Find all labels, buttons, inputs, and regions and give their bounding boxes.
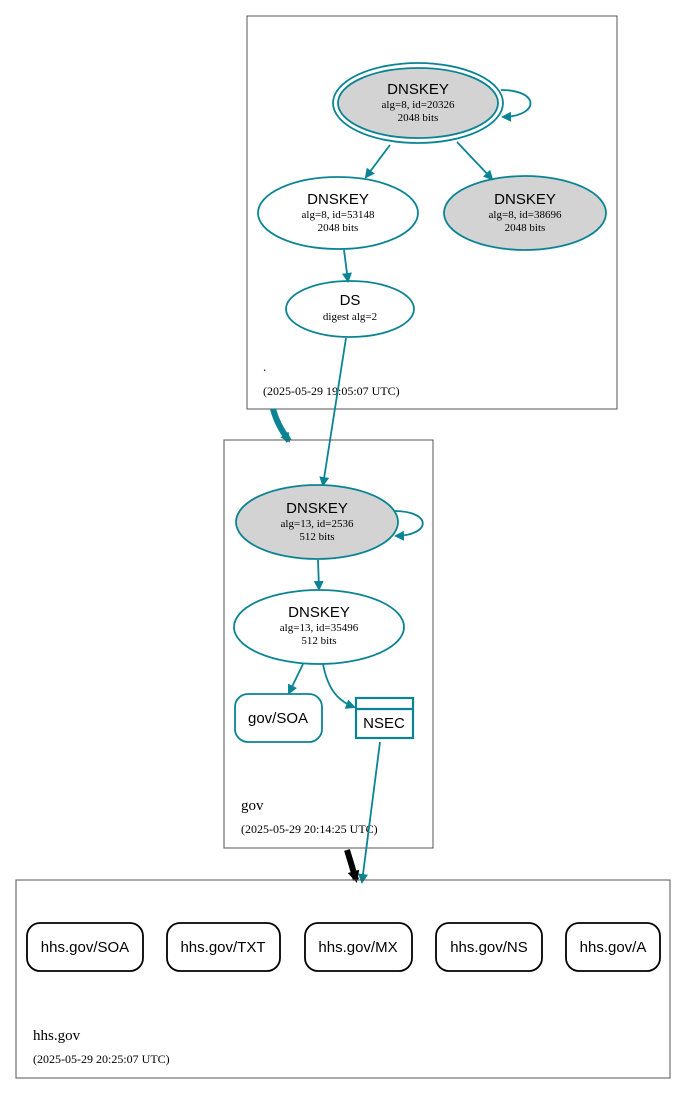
root-zsk-node[interactable]: DNSKEY alg=8, id=53148 2048 bits	[257, 176, 419, 250]
zone-hhs: hhs.gov (2025-05-29 20:25:07 UTC) hhs.go…	[15, 879, 671, 1079]
root-standby-key-node[interactable]: DNSKEY alg=8, id=38696 2048 bits	[443, 175, 607, 251]
gov-zsk-alg: alg=13, id=35496	[280, 622, 359, 634]
gov-nsec-label: NSEC	[363, 715, 405, 732]
edge-gov-ksk-zsk	[313, 559, 324, 591]
delegation-root-gov	[270, 408, 292, 443]
gov-zsk-bits: 512 bits	[301, 635, 336, 647]
root-ksk-node[interactable]: DNSKEY alg=8, id=20326 2048 bits	[332, 62, 504, 144]
root-zsk-bits: 2048 bits	[318, 222, 359, 234]
hhs-txt-label: hhs.gov/TXT	[180, 939, 265, 956]
edge-root-ksk-self	[500, 89, 532, 122]
zone-root: . (2025-05-29 19:05:07 UTC) DNSKEY alg=8…	[246, 15, 618, 410]
hhs-mx-label: hhs.gov/MX	[318, 939, 397, 956]
root-standby-alg: alg=8, id=38696	[489, 209, 562, 221]
hhs-a-label: hhs.gov/A	[580, 939, 647, 956]
edge-ds-gov-ksk	[319, 337, 347, 487]
delegation-gov-hhs	[344, 849, 360, 883]
hhs-mx-node[interactable]: hhs.gov/MX	[304, 922, 413, 972]
gov-ksk-alg: alg=13, id=2536	[281, 518, 354, 530]
edge-nsec-hhs	[358, 741, 381, 884]
gov-soa-label: gov/SOA	[248, 710, 308, 727]
root-ds-node[interactable]: DS digest alg=2	[285, 280, 415, 338]
hhs-soa-label: hhs.gov/SOA	[41, 939, 129, 956]
edge-root-zsk-ds	[342, 249, 352, 283]
root-ksk-alg: alg=8, id=20326	[382, 99, 455, 111]
zone-hhs-timestamp: (2025-05-29 20:25:07 UTC)	[33, 1052, 170, 1066]
zone-root-timestamp: (2025-05-29 19:05:07 UTC)	[263, 384, 400, 398]
zone-root-name: .	[263, 359, 266, 374]
edge-root-ksk-zsk	[364, 144, 391, 179]
root-standby-title: DNSKEY	[494, 191, 556, 208]
root-ksk-bits: 2048 bits	[398, 112, 439, 124]
zone-gov: gov (2025-05-29 20:14:25 UTC) DNSKEY alg…	[223, 439, 434, 849]
root-ds-digest: digest alg=2	[323, 311, 377, 323]
gov-ksk-node[interactable]: DNSKEY alg=13, id=2536 512 bits	[235, 484, 399, 560]
gov-ksk-title: DNSKEY	[286, 500, 348, 517]
zone-gov-timestamp: (2025-05-29 20:14:25 UTC)	[241, 822, 378, 836]
edge-root-ksk-standby	[456, 141, 494, 181]
hhs-soa-node[interactable]: hhs.gov/SOA	[26, 922, 144, 972]
hhs-ns-node[interactable]: hhs.gov/NS	[435, 922, 543, 972]
zone-gov-name: gov	[241, 798, 264, 814]
zone-gov-box	[223, 439, 434, 849]
gov-soa-node[interactable]: gov/SOA	[234, 693, 323, 743]
root-zsk-alg: alg=8, id=53148	[302, 209, 375, 221]
edge-gov-zsk-soa	[287, 663, 304, 695]
root-standby-bits: 2048 bits	[505, 222, 546, 234]
gov-ksk-bits: 512 bits	[299, 531, 334, 543]
zone-root-box	[246, 15, 618, 410]
root-ksk-title: DNSKEY	[387, 81, 449, 98]
gov-nsec-node[interactable]: NSEC	[354, 696, 415, 740]
edge-gov-ksk-self	[393, 510, 424, 541]
hhs-ns-label: hhs.gov/NS	[450, 939, 528, 956]
gov-zsk-title: DNSKEY	[288, 604, 350, 621]
zone-hhs-name: hhs.gov	[33, 1028, 81, 1044]
root-zsk-title: DNSKEY	[307, 191, 369, 208]
root-ds-title: DS	[340, 292, 361, 309]
gov-zsk-node[interactable]: DNSKEY alg=13, id=35496 512 bits	[233, 589, 405, 665]
hhs-txt-node[interactable]: hhs.gov/TXT	[166, 922, 281, 972]
zone-hhs-box	[15, 879, 671, 1079]
edge-gov-zsk-nsec	[322, 663, 356, 709]
hhs-a-node[interactable]: hhs.gov/A	[565, 922, 661, 972]
